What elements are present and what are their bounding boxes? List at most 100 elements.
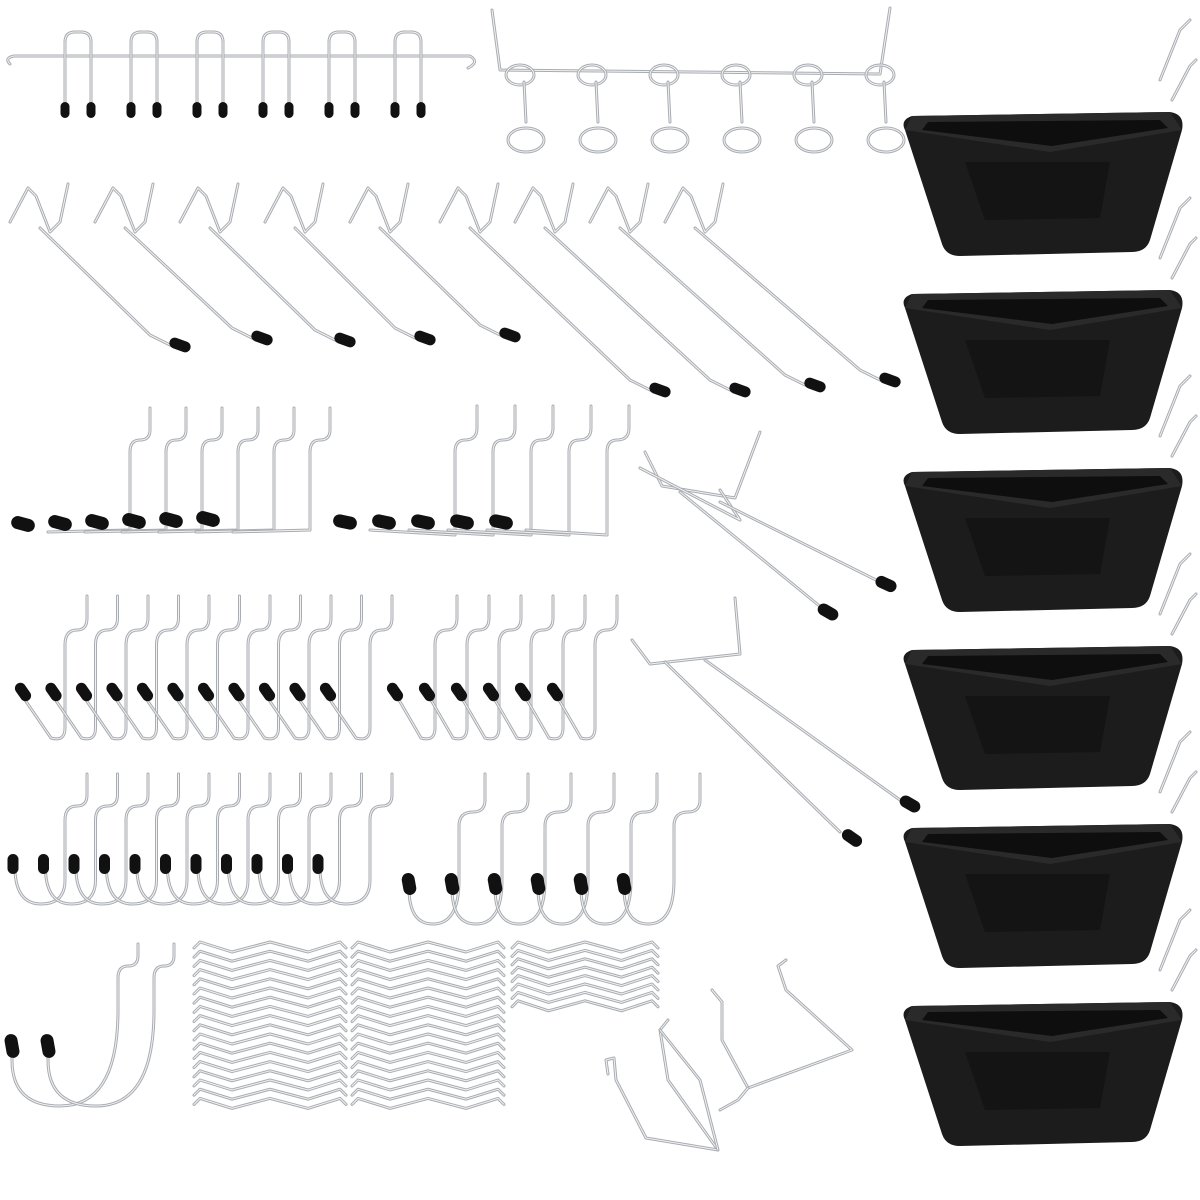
rubber-tip	[258, 682, 276, 702]
ring-upper	[792, 63, 824, 87]
ring-rail-icon	[490, 6, 906, 154]
ring-lower	[578, 126, 618, 154]
bin-hanger	[1170, 58, 1198, 102]
l-hook	[524, 404, 631, 537]
locking-clip	[350, 1060, 506, 1074]
locking-clips-b	[350, 940, 506, 1110]
ring-lower	[650, 126, 690, 154]
spring-clips	[604, 958, 854, 1152]
locking-clip	[192, 1078, 348, 1092]
j-hook	[196, 772, 272, 906]
locking-clip	[510, 990, 660, 1004]
rubber-tip	[159, 512, 183, 528]
locking-clips-c	[510, 940, 660, 1013]
j-hook	[227, 772, 302, 906]
curved-hook	[54, 594, 119, 741]
bin-hanger	[1170, 236, 1198, 280]
rubber-tip	[499, 327, 521, 343]
curved-hook	[115, 594, 180, 741]
hook-arm	[693, 226, 882, 382]
rubber-tip	[221, 854, 232, 874]
rubber-tip	[192, 102, 202, 118]
curved-hook	[267, 594, 333, 741]
locking-clip	[350, 986, 506, 1000]
curved-hook	[145, 594, 211, 741]
rubber-tip	[122, 513, 146, 529]
locking-clip	[350, 1014, 506, 1028]
rubber-tip	[489, 514, 513, 530]
rubber-tip	[879, 372, 901, 388]
rubber-tip	[251, 854, 263, 874]
rubber-tip	[68, 854, 80, 874]
rubber-tip	[372, 514, 396, 530]
l-hook	[120, 406, 224, 534]
rubber-tip	[282, 854, 293, 874]
bin-hanger	[1170, 770, 1198, 814]
rubber-tip	[333, 514, 357, 530]
hook-arm	[123, 226, 254, 340]
hook-arm	[543, 226, 732, 392]
rubber-tip	[319, 682, 337, 702]
rubber-tip	[45, 682, 62, 702]
j-hooks-small	[7, 772, 394, 906]
l-hook	[194, 406, 296, 534]
locking-clip	[192, 977, 348, 991]
bin-hanger	[1158, 196, 1192, 260]
rubber-tip	[7, 854, 19, 874]
rubber-tip	[875, 575, 897, 593]
double-prong-hooks	[630, 430, 921, 847]
locking-clip	[510, 940, 660, 954]
hook-arm	[208, 226, 337, 342]
curved-hook	[525, 594, 587, 741]
storage-bin-icon	[903, 18, 1198, 256]
storage-bins	[903, 18, 1198, 1146]
j-hook	[135, 772, 211, 906]
bin-hanger	[1158, 18, 1192, 82]
rubber-tip	[450, 682, 468, 702]
locking-clip	[192, 940, 348, 954]
locking-clip	[192, 1023, 348, 1037]
rubber-tip	[390, 102, 400, 118]
big-j-hook	[46, 942, 176, 1108]
rubber-tip	[196, 511, 220, 527]
double-prong-arm	[663, 660, 842, 834]
big-j-hook	[10, 942, 140, 1108]
u-hook	[393, 30, 423, 107]
ring-upper	[576, 63, 608, 87]
rubber-tip	[129, 854, 141, 874]
curved-hook	[206, 594, 272, 741]
locking-clip	[350, 1023, 506, 1037]
ring-lower	[506, 126, 546, 154]
j-hook	[450, 772, 530, 926]
ring-lower	[866, 126, 906, 154]
u-hook	[195, 30, 225, 107]
ring-stem	[522, 80, 528, 124]
rubber-tip	[899, 795, 921, 813]
j-hook	[13, 772, 89, 906]
bin-hanger	[1170, 414, 1198, 458]
hook-arm	[293, 226, 417, 340]
curved-hook	[237, 594, 302, 741]
ring-upper	[864, 63, 896, 87]
double-prong-arm	[678, 490, 824, 610]
rubber-tip	[324, 102, 334, 118]
rubber-tip	[817, 603, 839, 621]
hook-bracket	[588, 182, 650, 234]
hook-bracket	[93, 182, 155, 234]
rubber-tip	[487, 873, 503, 895]
curved-hook	[493, 594, 555, 741]
l-hook	[446, 404, 555, 537]
locking-clip	[192, 1004, 348, 1018]
l-hook	[46, 406, 152, 534]
spring-clip	[718, 1086, 750, 1112]
locking-clip	[350, 1041, 506, 1055]
rubber-tip	[11, 516, 35, 532]
locking-clip	[510, 965, 660, 979]
l-hook	[157, 406, 260, 534]
storage-bin-icon	[903, 374, 1198, 612]
big-j-hooks	[4, 942, 176, 1108]
rubber-tip	[167, 682, 184, 702]
locking-clip	[192, 986, 348, 1000]
rubber-tip	[38, 854, 49, 874]
straight-pegboard-hooks	[8, 182, 901, 398]
